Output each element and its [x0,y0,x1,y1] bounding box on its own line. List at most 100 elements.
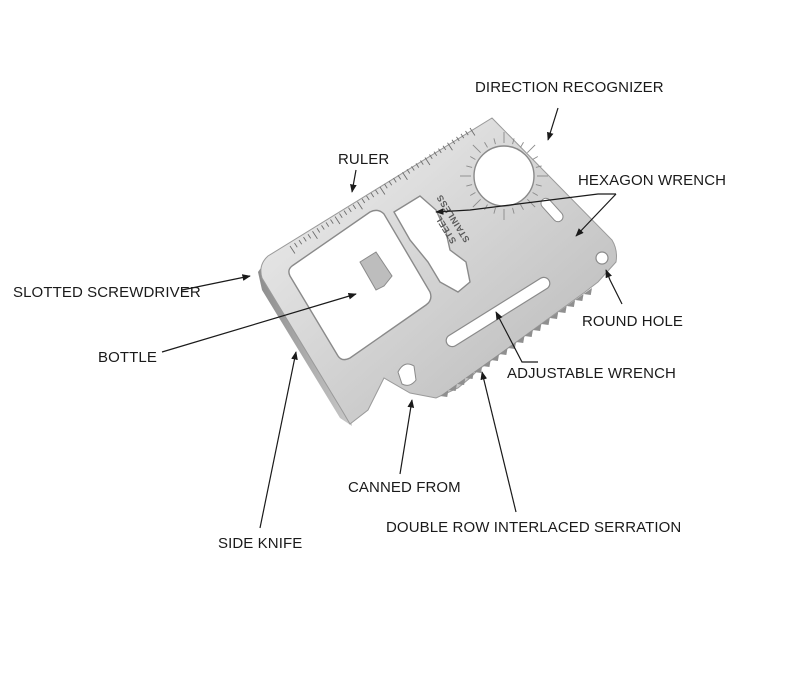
label-direction-recognizer: DIRECTION RECOGNIZER [475,79,664,96]
ruler-tick [465,130,469,136]
ruler-tick [456,136,460,142]
ruler-tick [312,231,318,240]
serration-tooth [558,306,567,313]
leader-slotted-screwdriver [181,274,251,291]
ruler-tick [348,207,352,213]
ruler-tick [334,216,341,225]
compass-tick [532,192,538,196]
compass-tick [493,207,496,214]
label-adjustable-wrench: ADJUSTABLE WRENCH [507,365,676,382]
multitool-card: STAINLESS STEEL [258,117,617,426]
compass-tick [484,204,488,210]
ruler-tick [370,192,375,198]
compass-tick [466,165,473,168]
leader-bottle [161,292,357,353]
ruler-tick [325,222,330,227]
leader-direction-recognizer [547,107,559,141]
ruler-tick [357,201,363,210]
serration-tooth [575,294,584,301]
ruler-tick [321,225,325,230]
ruler-tick [289,245,296,254]
ruler-tick [379,186,386,195]
serration-tooth [448,384,457,391]
compass-tick [472,199,481,208]
leader-serration [480,371,517,513]
compass-tick [493,138,496,145]
ruler-tick [424,157,431,166]
label-side-knife: SIDE KNIFE [218,535,302,552]
leader-lines [161,107,623,529]
compass-tick [470,156,476,160]
compass-tick [527,199,536,208]
ruler-tick [352,204,357,210]
label-canned-from: CANNED FROM [348,479,461,496]
ruler-tick [406,169,411,174]
ruler-ticks [289,127,476,254]
bottle-opener-window [288,209,432,361]
serration-tooth [524,330,533,337]
ruler-tick [420,160,424,165]
ruler-tick [442,145,447,151]
ruler-tick [451,139,456,145]
serration-tooth [456,378,466,385]
ruler-tick [361,198,366,204]
compass-tick [466,184,473,187]
ruler-tick [447,142,453,151]
label-hexagon-wrench: HEXAGON WRENCH [578,172,726,189]
small-slot [540,197,564,223]
leader-side-knife [259,351,298,529]
compass-tick [520,142,524,148]
ruler-tick [460,133,465,139]
label-slotted-screwdriver: SLOTTED SCREWDRIVER [13,284,201,301]
label-round-hole: ROUND HOLE [582,313,683,330]
compass-tick [532,156,538,160]
callout-labels: DIRECTION RECOGNIZER RULER HEXAGON WRENC… [13,79,726,552]
serration-tooth [566,300,576,307]
ruler-tick [388,180,393,186]
label-ruler: RULER [338,151,389,168]
ruler-tick [411,166,415,171]
serration-tooth [465,372,474,379]
bottle-opener-tab [359,251,393,291]
ruler-tick [402,172,408,181]
ruler-tick [438,148,442,154]
ruler-tick [298,239,303,245]
ruler-tick [433,151,438,157]
serration-teeth [440,288,592,397]
hexagon-wrench-cutout [393,195,471,293]
compass-tick [520,204,524,210]
serration-tooth [516,336,525,343]
serration-tooth [440,390,449,397]
ruler-tick [397,174,402,180]
ruler-tick [366,195,370,201]
round-hole [595,251,609,265]
compass-tick [512,207,515,214]
leader-canned-from [399,399,415,475]
leader-ruler [350,169,357,193]
compass-tick [470,192,476,196]
ruler-tick [415,163,420,168]
serration-tooth [490,354,500,361]
can-opener-notch [397,363,417,386]
leader-adjustable-wrench [495,311,538,363]
leader-hexagon-wrench [435,193,616,215]
ruler-tick [294,242,298,248]
ruler-tick [307,233,312,239]
serration-tooth [532,324,542,331]
ruler-tick [343,210,348,216]
serration-tooth [482,360,491,367]
serration-tooth [499,348,508,355]
leader-hexagon-wrench-2 [575,193,617,237]
compass-tick [527,144,536,153]
ruler-tick [384,183,388,189]
ruler-tick [393,177,397,183]
ruler-tick [316,228,321,233]
ruler-tick [469,127,476,136]
compass-tick [472,144,481,153]
compass-tick [535,165,542,168]
ruler-tick [429,154,433,159]
serration-tooth [541,318,550,325]
ruler-tick [375,189,379,195]
leader-round-hole [605,269,623,305]
